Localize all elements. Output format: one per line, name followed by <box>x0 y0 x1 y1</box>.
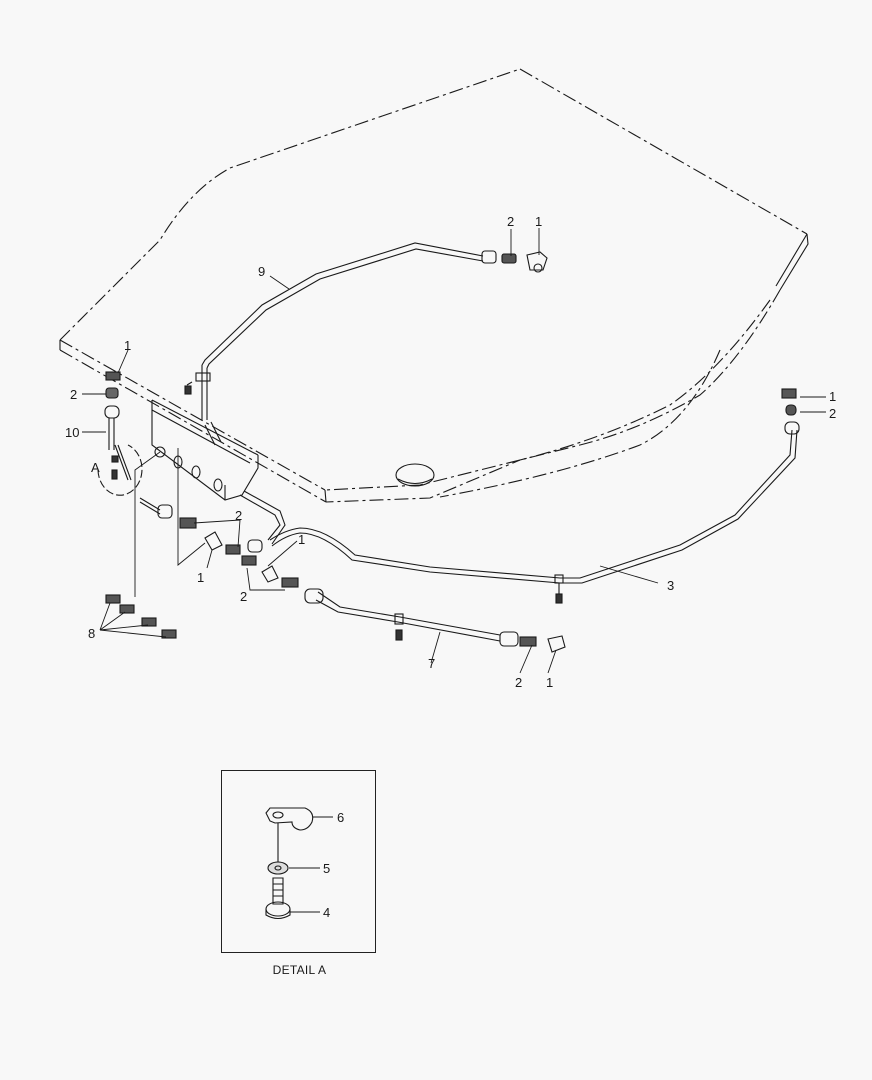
hose-10 <box>97 371 143 496</box>
detail-a-parts <box>265 807 333 920</box>
callout-nipples-8: 8 <box>88 626 95 641</box>
callout-fitting-2: 2 <box>240 589 247 604</box>
pipe-3 <box>269 388 800 604</box>
pipe-9 <box>184 242 548 420</box>
callout-fitting-2: 2 <box>829 406 836 421</box>
callout-fitting-2: 2 <box>515 675 522 690</box>
callout-fitting-2: 2 <box>70 387 77 402</box>
callout-labels: 9 2 1 1 2 10 A 2 1 1 2 8 1 2 3 7 2 1 <box>65 214 836 690</box>
leader-lines <box>82 228 826 674</box>
callout-fitting-1: 1 <box>546 675 553 690</box>
callout-fitting-1: 1 <box>829 389 836 404</box>
callout-clamp-6: 6 <box>337 810 344 825</box>
washer-icon <box>267 861 289 875</box>
machine-plate-outline <box>59 68 809 503</box>
bolt-icon <box>265 877 291 920</box>
callout-fitting-1: 1 <box>298 532 305 547</box>
manifold-bracket <box>151 399 259 501</box>
callout-fitting-1: 1 <box>197 570 204 585</box>
callout-pipe-3: 3 <box>667 578 674 593</box>
callout-pipe-9: 9 <box>258 264 265 279</box>
callout-fitting-1: 1 <box>124 338 131 353</box>
callout-washer-5: 5 <box>323 861 330 876</box>
detail-a-labels: 6 5 4 <box>323 810 344 920</box>
callout-fitting-2: 2 <box>235 508 242 523</box>
callout-bolt-4: 4 <box>323 905 330 920</box>
callout-detail-a-marker: A <box>91 460 100 475</box>
center-fittings <box>105 490 299 639</box>
callout-fitting-2: 2 <box>507 214 514 229</box>
callout-fitting-1: 1 <box>535 214 542 229</box>
clamp-icon <box>265 807 314 831</box>
detail-a-caption: DETAIL A <box>272 963 327 977</box>
callout-pipe-7: 7 <box>428 656 435 671</box>
detail-a-frame <box>221 770 376 953</box>
pipe-7 <box>304 588 566 653</box>
callout-hose-10: 10 <box>65 425 79 440</box>
